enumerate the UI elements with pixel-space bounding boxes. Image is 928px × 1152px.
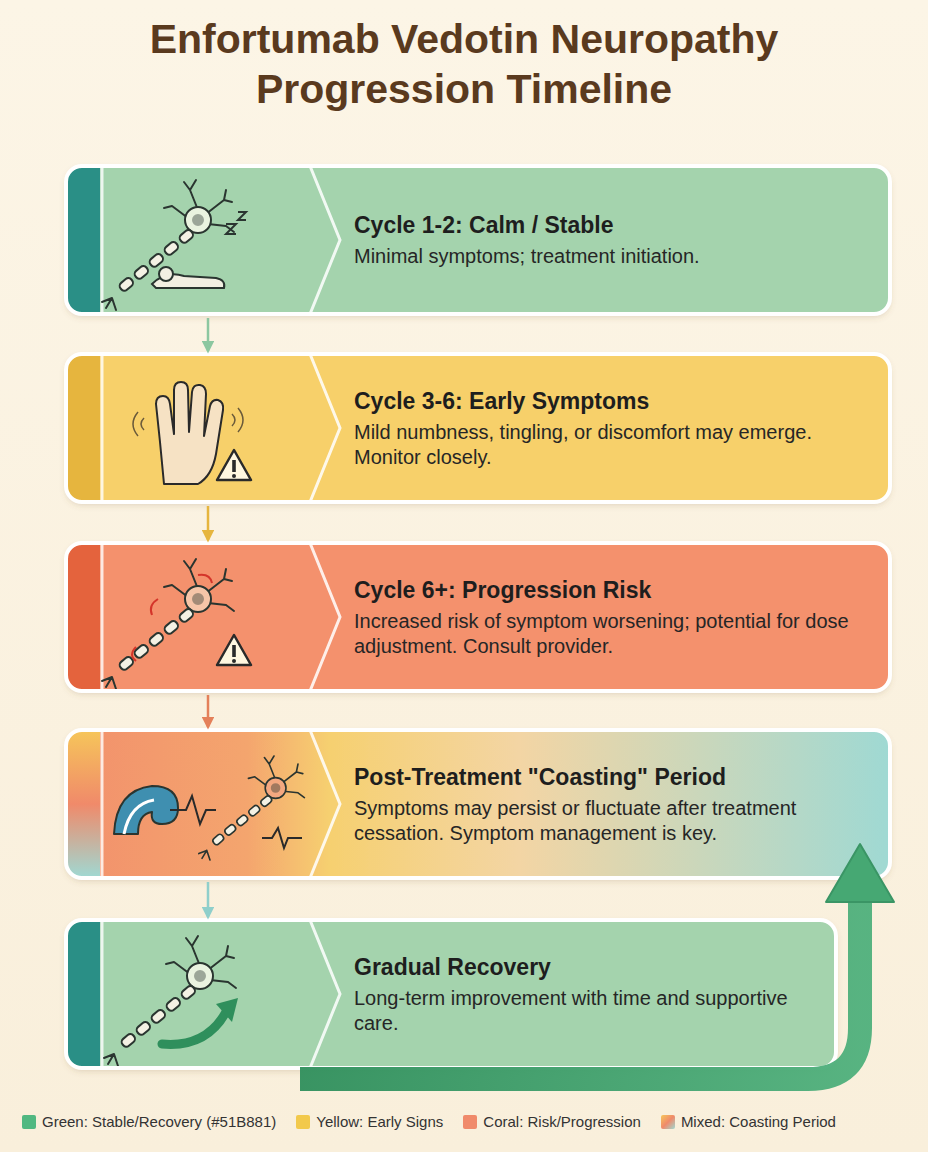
band-heading: Cycle 6+: Progression Risk	[354, 576, 868, 605]
band-description: Minimal symptoms; treatment initiation.	[354, 244, 868, 269]
band-heading: Gradual Recovery	[354, 953, 814, 982]
flow-arrow	[207, 506, 210, 540]
legend-item: Yellow: Early Signs	[296, 1113, 443, 1130]
legend-item: Green: Stable/Recovery (#51B881)	[22, 1113, 276, 1130]
legend-item: Mixed: Coasting Period	[661, 1113, 836, 1130]
timeline-band: Cycle 6+: Progression RiskIncreased risk…	[66, 543, 890, 691]
flow-arrow	[207, 318, 210, 351]
legend-swatch	[22, 1115, 36, 1129]
diagram-title: Enfortumab Vedotin Neuropathy Progressio…	[54, 14, 874, 114]
band-text: Post-Treatment "Coasting" PeriodSymptoms…	[354, 730, 868, 878]
band-heading: Cycle 3-6: Early Symptoms	[354, 387, 868, 416]
band-heading: Post-Treatment "Coasting" Period	[354, 763, 868, 792]
band-text: Gradual RecoveryLong-term improvement wi…	[354, 920, 814, 1068]
timeline-band: Gradual RecoveryLong-term improvement wi…	[66, 920, 836, 1068]
legend: Green: Stable/Recovery (#51B881) Yellow: …	[22, 1113, 912, 1130]
band-text: Cycle 1-2: Calm / StableMinimal symptoms…	[354, 166, 868, 314]
band-icon	[102, 559, 251, 689]
band-text: Cycle 6+: Progression RiskIncreased risk…	[354, 543, 868, 691]
legend-swatch	[296, 1115, 310, 1129]
band-description: Mild numbness, tingling, or discomfort m…	[354, 420, 868, 470]
legend-swatch	[463, 1115, 477, 1129]
band-heading: Cycle 1-2: Calm / Stable	[354, 211, 868, 240]
band-description: Increased risk of symptom worsening; pot…	[354, 609, 868, 659]
legend-label: Coral: Risk/Progression	[483, 1113, 641, 1130]
timeline-band: Cycle 3-6: Early SymptomsMild numbness, …	[66, 354, 890, 502]
timeline-band: Cycle 1-2: Calm / StableMinimal symptoms…	[66, 166, 890, 314]
band-icon	[114, 756, 304, 860]
legend-label: Green: Stable/Recovery (#51B881)	[42, 1113, 276, 1130]
band-description: Long-term improvement with time and supp…	[354, 986, 814, 1036]
band-description: Symptoms may persist or fluctuate after …	[354, 796, 868, 846]
legend-item: Coral: Risk/Progression	[463, 1113, 641, 1130]
legend-label: Yellow: Early Signs	[316, 1113, 443, 1130]
timeline-band: Post-Treatment "Coasting" PeriodSymptoms…	[66, 730, 890, 878]
band-icon	[104, 936, 238, 1066]
band-icon	[102, 180, 246, 310]
flow-arrow	[207, 882, 210, 917]
band-shape	[66, 166, 890, 314]
flow-arrow	[207, 695, 210, 727]
band-icon	[133, 382, 251, 484]
band-text: Cycle 3-6: Early SymptomsMild numbness, …	[354, 354, 868, 502]
legend-label: Mixed: Coasting Period	[681, 1113, 836, 1130]
legend-gradient-swatch	[661, 1115, 675, 1129]
